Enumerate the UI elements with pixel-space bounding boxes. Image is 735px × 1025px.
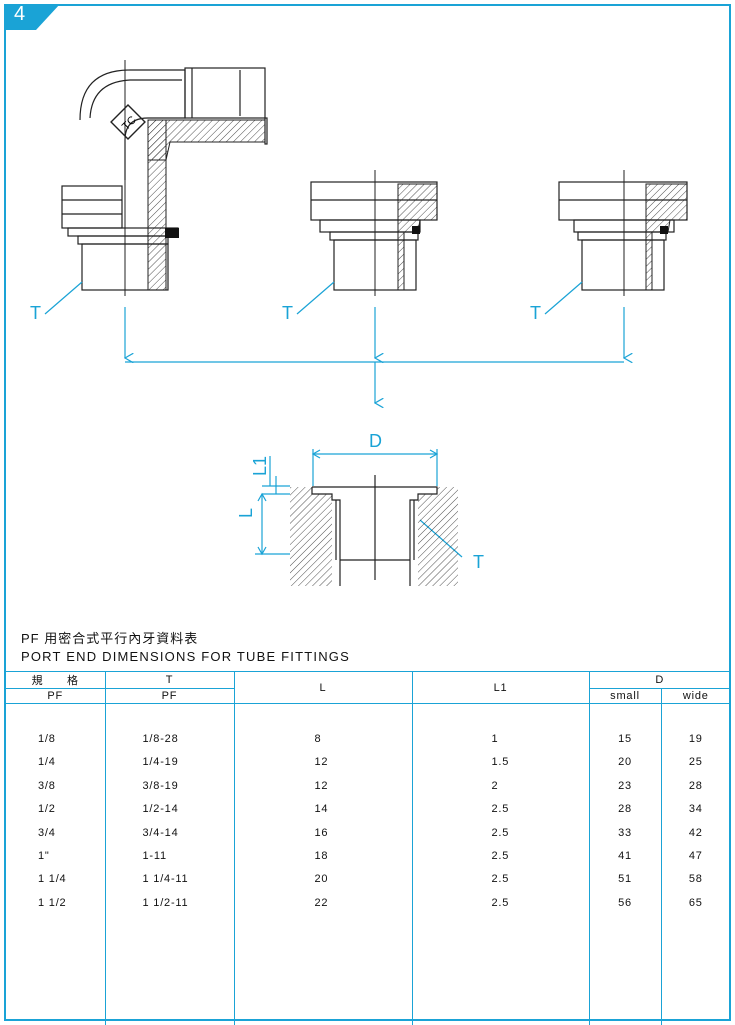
header-l: L	[233, 671, 412, 704]
table-row: 1 1/2 1 1/2-11 22 2.5 56 65	[6, 891, 730, 915]
cell-l: 12	[233, 750, 412, 775]
cell-l1: 2.5	[411, 867, 589, 892]
cell-spec: 1/2	[38, 803, 56, 816]
cell-t: 1 1/4-11	[104, 867, 234, 892]
cell-t: 1/2-14	[104, 797, 234, 821]
port-cross-section	[290, 475, 458, 586]
cell-spec: 1 1/2	[38, 896, 67, 909]
header-d-wide: wide	[660, 688, 730, 704]
label-t-2: T	[282, 303, 293, 323]
cell-small: 20	[588, 750, 661, 775]
table-title-chinese: PF 用密合式平行內牙資料表	[21, 631, 199, 646]
cell-l1: 1.5	[411, 750, 589, 775]
cell-spec: 3/4	[38, 826, 56, 839]
label-d: D	[369, 431, 382, 451]
label-t-3: T	[530, 303, 541, 323]
cell-l: 20	[233, 867, 412, 892]
header-d: D	[588, 671, 730, 689]
cell-l1: 2.5	[411, 844, 589, 868]
table-row: 1 1/4 1 1/4-11 20 2.5 51 58	[6, 867, 730, 892]
header-d-small: small	[588, 688, 661, 704]
cell-wide: 19	[660, 727, 730, 751]
cell-wide: 58	[660, 867, 730, 892]
cell-l1: 1	[411, 727, 589, 751]
cell-l: 16	[233, 820, 412, 845]
label-t-4: T	[473, 552, 484, 572]
o-ring-icon	[660, 226, 668, 234]
table-row: 1/2 1/2-14 14 2.5 28 34	[6, 797, 730, 821]
table-row: 1/8 1/8-28 8 1 15 19	[6, 727, 730, 751]
cell-wide: 34	[660, 797, 730, 821]
technical-drawing: TC	[30, 60, 688, 586]
cell-spec: 3/8	[38, 779, 56, 792]
header-spec: 規 格	[6, 671, 105, 689]
cell-l: 22	[233, 891, 412, 915]
cell-small: 28	[588, 797, 661, 821]
cell-small: 23	[588, 774, 661, 798]
cell-l: 14	[233, 797, 412, 821]
header-row: 規 格 T L L1 D	[6, 671, 730, 704]
cell-wide: 25	[660, 750, 730, 775]
table-row: 1" 1-11 18 2.5 41 47	[6, 844, 730, 868]
cell-wide: 42	[660, 820, 730, 845]
label-l1: L1	[250, 456, 270, 476]
page-number: 4	[14, 3, 26, 25]
elbow-top-hatch	[147, 119, 266, 161]
cell-t: 1-11	[104, 844, 234, 868]
cell-spec: 1/4	[38, 756, 56, 769]
cell-l: 8	[233, 727, 412, 751]
cell-small: 56	[588, 891, 661, 915]
cell-spec: 1/8	[38, 733, 56, 746]
cell-spec: 1 1/4	[38, 873, 67, 886]
cell-wide: 47	[660, 844, 730, 868]
cell-t: 1/8-28	[104, 727, 234, 751]
cell-spec: 1"	[38, 850, 50, 863]
table-row: 3/8 3/8-19 12 2 23 28	[6, 774, 730, 798]
cell-l: 18	[233, 844, 412, 868]
cell-t: 3/8-19	[104, 774, 234, 798]
cell-t: 3/4-14	[104, 820, 234, 845]
cell-small: 41	[588, 844, 661, 868]
table-row: 3/4 3/4-14 16 2.5 33 42	[6, 820, 730, 845]
cell-small: 33	[588, 820, 661, 845]
cell-small: 51	[588, 867, 661, 892]
header-t: T	[104, 671, 234, 689]
header-t-sub: PF	[104, 688, 234, 704]
o-ring-icon	[165, 228, 179, 238]
cell-l1: 2.5	[411, 797, 589, 821]
cell-l1: 2	[411, 774, 589, 798]
cell-t: 1/4-19	[104, 750, 234, 775]
cell-t: 1 1/2-11	[104, 891, 234, 915]
label-l: L	[236, 508, 256, 518]
cell-l1: 2.5	[411, 891, 589, 915]
header-spec-sub: PF	[6, 688, 105, 704]
table-title-english: PORT END DIMENSIONS FOR TUBE FITTINGS	[21, 649, 350, 664]
label-t-1: T	[30, 303, 41, 323]
cell-small: 15	[588, 727, 661, 751]
header-l1: L1	[411, 671, 589, 704]
cell-l1: 2.5	[411, 820, 589, 845]
cell-wide: 28	[660, 774, 730, 798]
dimensions-table: 規 格 T L L1 D PF PF small wide 1/8 1/8-28…	[6, 671, 730, 1025]
page-number-tab	[4, 4, 60, 30]
logo-emblem: TC	[110, 104, 146, 140]
cell-l: 12	[233, 774, 412, 798]
table-row: 1/4 1/4-19 12 1.5 20 25	[6, 750, 730, 775]
cell-wide: 65	[660, 891, 730, 915]
header-sub-row: PF PF small wide	[6, 688, 730, 704]
o-ring-icon	[412, 226, 420, 234]
